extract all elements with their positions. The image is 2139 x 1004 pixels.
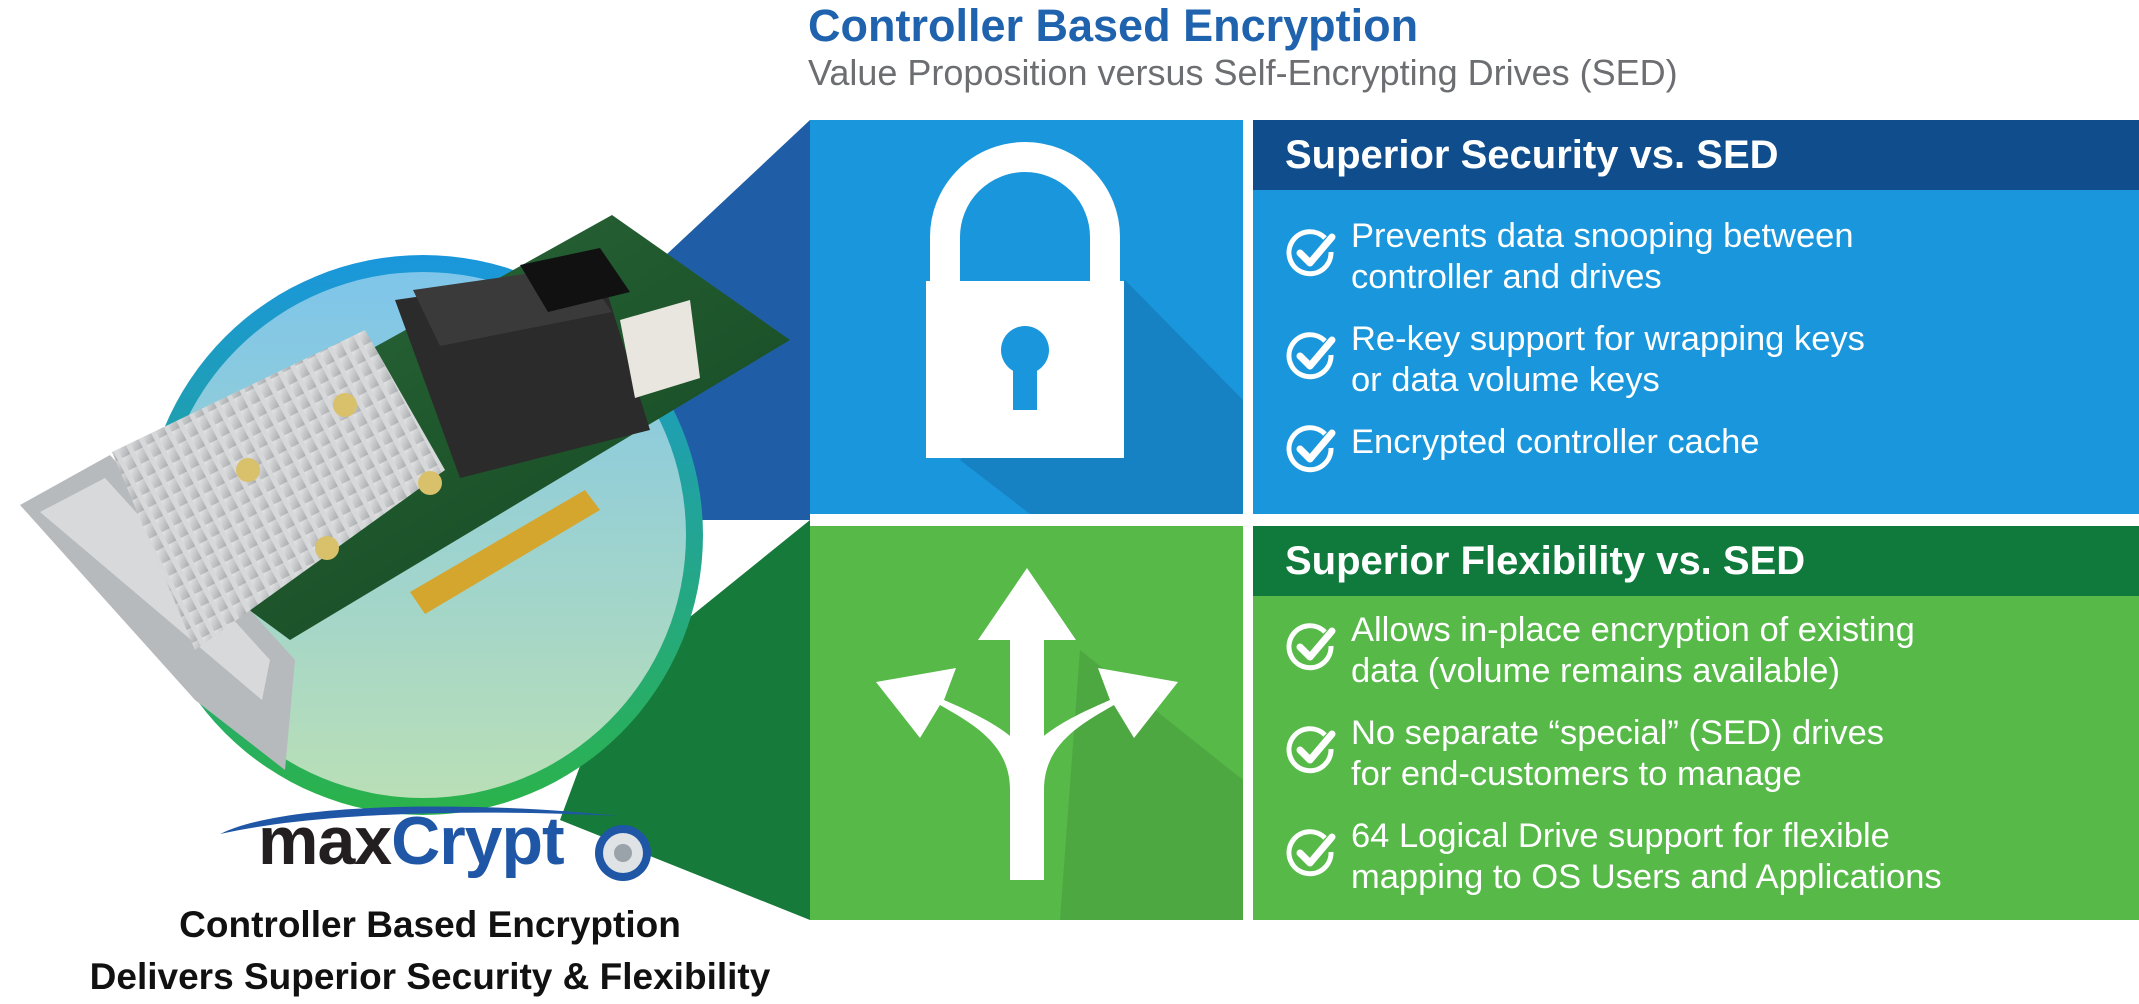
list-item: No separate “special” (SED) drives for e… — [1253, 713, 2139, 795]
tagline-line-1: Controller Based Encryption — [179, 904, 681, 945]
page-subtitle: Value Proposition versus Self-Encrypting… — [808, 52, 1678, 93]
green-connector-wedge — [560, 520, 810, 920]
list-item: Allows in-place encryption of existing d… — [1253, 610, 2139, 692]
logo-text-crypt: Crypt — [391, 803, 565, 879]
page-title: Controller Based Encryption — [808, 0, 1419, 51]
list-item-line: or data volume keys — [1351, 361, 1660, 399]
list-item-line: 64 Logical Drive support for flexible — [1351, 817, 1890, 855]
security-heading-bar: Superior Security vs. SED — [1253, 120, 2139, 190]
list-item-line: Allows in-place encryption of existing — [1351, 611, 1915, 649]
list-item: Encrypted controller cache — [1253, 422, 2139, 473]
list-item-line: Prevents data snooping between — [1351, 217, 1854, 255]
check-circle-icon — [1286, 829, 1336, 877]
list-item-line: data (volume remains available) — [1351, 652, 1840, 690]
padlock-icon — [926, 142, 1124, 458]
security-benefits-list: Prevents data snooping between controlle… — [1253, 216, 2139, 484]
list-item-line: for end-customers to manage — [1351, 755, 1802, 793]
flexibility-benefits-list: Allows in-place encryption of existing d… — [1253, 610, 2139, 919]
list-item: Re-key support for wrapping keys or data… — [1253, 319, 2139, 401]
list-item-line: No separate “special” (SED) drives — [1351, 714, 1885, 752]
check-circle-icon — [1286, 229, 1336, 277]
raid-controller-card — [20, 215, 790, 770]
arrows-shadow — [1060, 650, 1243, 920]
tagline-line-2: Delivers Superior Security & Flexibility — [89, 956, 771, 997]
logo-text-max: max — [258, 803, 392, 879]
security-heading: Superior Security vs. SED — [1285, 132, 1779, 177]
list-item-line: mapping to OS Users and Applications — [1351, 858, 1942, 896]
check-circle-icon — [1286, 425, 1336, 473]
list-item: Prevents data snooping between controlle… — [1253, 216, 2139, 298]
flexibility-heading-bar: Superior Flexibility vs. SED — [1253, 526, 2139, 596]
check-circle-icon — [1286, 623, 1336, 671]
branching-arrows-icon — [876, 568, 1178, 880]
list-item: 64 Logical Drive support for flexible ma… — [1253, 816, 2139, 898]
list-item-line: Re-key support for wrapping keys — [1351, 320, 1865, 358]
logo-swoosh — [220, 806, 618, 834]
check-circle-icon — [1286, 726, 1336, 774]
list-item-line: controller and drives — [1351, 258, 1662, 296]
logo-lock-dial-icon — [595, 825, 651, 881]
flexibility-heading: Superior Flexibility vs. SED — [1285, 538, 1806, 583]
list-item-line: Encrypted controller cache — [1351, 423, 1760, 461]
check-circle-icon — [1286, 332, 1336, 380]
